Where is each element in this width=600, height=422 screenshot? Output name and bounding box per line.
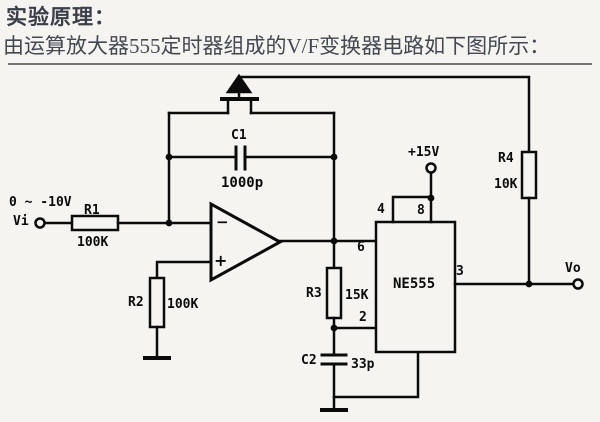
resistor-r3-body xyxy=(325,266,343,320)
r2-value: 100K xyxy=(167,297,199,312)
separator-rule xyxy=(8,63,592,65)
r3-label: R3 xyxy=(306,286,322,301)
page-title: 实验原理： xyxy=(6,5,116,29)
resistor-r2-body xyxy=(148,276,166,329)
r1-label: R1 xyxy=(84,203,100,218)
resistor-r4-body xyxy=(520,150,538,200)
wire-plus-input-to-r2 xyxy=(155,260,213,280)
opamp-triangle xyxy=(209,201,284,283)
vi-terminal-icon xyxy=(34,217,46,229)
junction-dot xyxy=(165,153,173,161)
junction-dot xyxy=(525,280,533,288)
c2-value: 33p xyxy=(351,357,375,372)
junction-dot xyxy=(427,194,435,202)
pin8-label: 8 xyxy=(417,203,425,218)
wire-ic-ground-return xyxy=(332,350,420,399)
pin4-label: 4 xyxy=(377,202,385,217)
vo-terminal-label: Vo xyxy=(565,261,581,276)
c1-label: C1 xyxy=(231,128,247,143)
wire-top-rail xyxy=(237,75,531,154)
transistor-arrow-icon xyxy=(225,73,253,94)
input-range-label: 0 ~ -10V xyxy=(9,195,72,210)
r2-label: R2 xyxy=(128,295,144,310)
pin2-label: 2 xyxy=(359,310,367,325)
junction-dot xyxy=(330,324,338,332)
junction-dot xyxy=(165,219,173,227)
c2-label: C2 xyxy=(301,353,317,368)
opamp-inverting-input-icon: − xyxy=(216,213,229,231)
vo-terminal-icon xyxy=(572,278,584,290)
page-subtitle: 由运算放大器555定时器组成的V/F变换器电路如下图所示： xyxy=(3,34,551,58)
r4-label: R4 xyxy=(498,151,514,166)
r1-value: 100K xyxy=(77,235,109,250)
r4-value: 10K xyxy=(494,177,518,192)
resistor-r1-body xyxy=(70,214,120,232)
pin6-label: 6 xyxy=(357,240,365,255)
supply-label: +15V xyxy=(408,145,440,160)
ic-ne555-body xyxy=(374,220,457,354)
junction-dot xyxy=(330,237,338,245)
r3-value: 15K xyxy=(345,288,369,303)
c1-value: 1000p xyxy=(221,175,264,191)
ic-name-label: NE555 xyxy=(393,276,436,292)
wire-pin4-pin8-strap xyxy=(391,195,433,224)
pin3-label: 3 xyxy=(456,264,464,279)
opamp-noninverting-input-icon: + xyxy=(214,251,228,270)
vi-terminal-label: Vi xyxy=(13,214,29,229)
junction-dots xyxy=(165,153,533,332)
supply-terminal-icon xyxy=(425,162,437,174)
junction-dot xyxy=(330,153,338,161)
